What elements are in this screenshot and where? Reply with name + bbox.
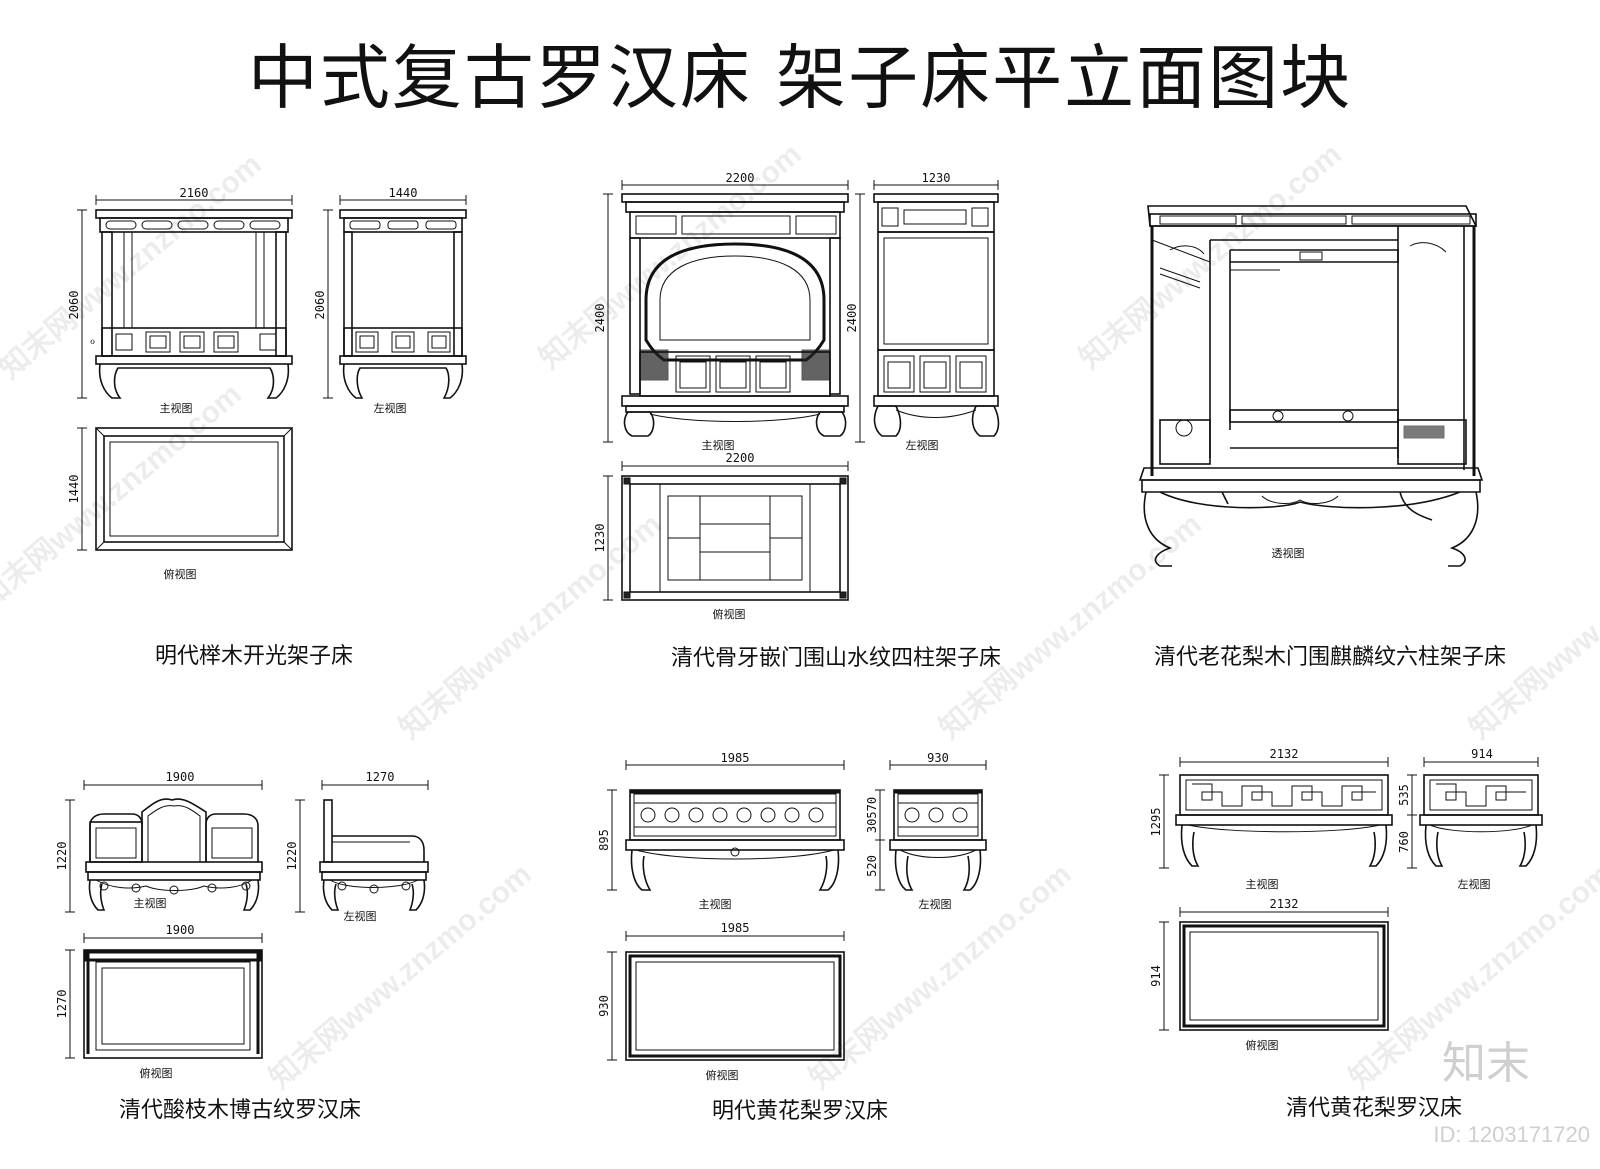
bed-2-side-view: 1230 2400 左视图 <box>845 171 1000 452</box>
view-label: 俯视图 <box>713 607 746 621</box>
dimension-label: 1900 <box>166 923 195 937</box>
dimension-label: 535 <box>1397 784 1411 806</box>
bed-6-top-view: 2132 914 俯视图 <box>1149 897 1389 1052</box>
view-label: 主视图 <box>1246 877 1279 891</box>
dimension-label: 30570 <box>865 797 879 833</box>
view-label: 俯视图 <box>140 1066 173 1080</box>
svg-text:ℴ: ℴ <box>90 334 95 347</box>
dimension-label: 1220 <box>55 842 69 871</box>
bed-5-top-view: 1985 930 俯视图 <box>597 921 845 1082</box>
bed-1-top-view: 1440 俯视图 <box>67 427 293 581</box>
view-label: 左视图 <box>919 897 952 911</box>
dimension-label: 520 <box>865 855 879 877</box>
bed-4-front-view: 1900 1220 主视图 <box>55 770 263 913</box>
dimension-label: 1985 <box>721 921 750 935</box>
image-id-label: ID: 1203171720 <box>1433 1122 1590 1147</box>
view-label: 左视图 <box>374 401 407 415</box>
dimension-label: 930 <box>597 995 611 1017</box>
view-label: 左视图 <box>1458 877 1491 891</box>
bed-2-top-view: 2200 1230 俯视图 <box>593 451 849 621</box>
dimension-label: 2132 <box>1270 897 1299 911</box>
bed-5-side-view: 930 30570 520 左视图 <box>865 751 987 911</box>
dimension-label: 1440 <box>67 475 81 504</box>
dimension-label: 1295 <box>1149 808 1163 837</box>
view-label: 俯视图 <box>164 567 197 581</box>
bed-5-front-view: 1985 895 主视图 <box>597 751 845 911</box>
dimension-label: 2200 <box>726 171 755 185</box>
view-label: 透视图 <box>1272 546 1305 560</box>
bed-caption: 清代酸枝木博古纹罗汉床 <box>119 1098 361 1123</box>
view-label: 主视图 <box>699 897 732 911</box>
page-title: 中式复古罗汉床 架子床平立面图块 <box>248 37 1352 119</box>
dimension-label: 895 <box>597 829 611 851</box>
watermark-text: 知末网www.znzmo.com <box>263 858 537 1096</box>
dimension-label: 1230 <box>922 171 951 185</box>
bed-caption: 清代黄花梨罗汉床 <box>1286 1096 1462 1121</box>
dimension-label: 760 <box>1397 831 1411 853</box>
watermark-text: 知末网www.znzmo.com <box>933 508 1207 746</box>
watermark-text: 知末网www.znzmo.com <box>393 508 667 746</box>
dimension-label: 2200 <box>726 451 755 465</box>
bed-4-top-view: 1900 1270 俯视图 <box>55 923 263 1080</box>
dimension-label: 1230 <box>593 524 607 553</box>
bed-3-perspective-view: 透视图 <box>1138 205 1484 567</box>
watermark-text: 知末网www.znzmo.com <box>1463 508 1600 746</box>
view-label: 左视图 <box>344 909 377 923</box>
view-label: 左视图 <box>906 438 939 452</box>
bed-caption: 明代黄花梨罗汉床 <box>712 1099 888 1124</box>
view-label: 主视图 <box>134 896 167 910</box>
dimension-label: 2060 <box>67 291 81 320</box>
dimension-label: 2132 <box>1270 747 1299 761</box>
dimension-label: 1900 <box>166 770 195 784</box>
bed-1-side-view: 1440 2060 左视图 <box>313 186 467 415</box>
watermark-text: 知末网www.znzmo.com <box>0 378 248 616</box>
bed-caption: 清代骨牙嵌门围山水纹四柱架子床 <box>671 646 1001 671</box>
view-label: 主视图 <box>702 438 735 452</box>
dimension-label: 1220 <box>285 842 299 871</box>
bed-caption: 清代老花梨木门围麒麟纹六柱架子床 <box>1154 645 1506 670</box>
dimension-label: 1985 <box>721 751 750 765</box>
dimension-label: 2400 <box>593 304 607 333</box>
bed-1-front-view: 2160 2060 ℴ 主视图 <box>67 186 293 415</box>
dimension-label: 1440 <box>389 186 418 200</box>
view-label: 主视图 <box>160 401 193 415</box>
dimension-label: 914 <box>1149 965 1163 987</box>
bed-caption: 明代榉木开光架子床 <box>155 644 353 669</box>
dimension-label: 1270 <box>366 770 395 784</box>
dimension-label: 914 <box>1471 747 1493 761</box>
bed-2-front-view: 2200 2400 主视图 <box>593 171 849 452</box>
view-label: 俯视图 <box>706 1068 739 1082</box>
bed-6-front-view: 2132 1295 主视图 <box>1149 747 1393 891</box>
bed-6-side-view: 914 535 760 左视图 <box>1397 747 1543 891</box>
view-label: 俯视图 <box>1246 1038 1279 1052</box>
dimension-label: 930 <box>927 751 949 765</box>
brand-logo-text: 知末 <box>1442 1038 1530 1089</box>
dimension-label: 2060 <box>313 291 327 320</box>
bed-4-side-view: 1270 1220 左视图 <box>285 770 429 923</box>
dimension-label: 2160 <box>180 186 209 200</box>
watermark-text: 知末网www.znzmo.com <box>0 148 268 386</box>
dimension-label: 1270 <box>55 990 69 1019</box>
dimension-label: 2400 <box>845 304 859 333</box>
